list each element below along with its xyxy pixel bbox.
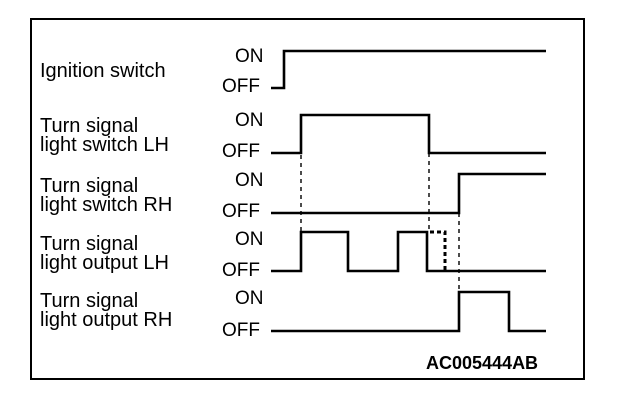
waveform-output-lh-dotted-pulse	[430, 230, 447, 271]
signal-label-switch-lh-line1: Turn signal	[40, 115, 138, 137]
on-label-switch-rh: ON	[235, 170, 264, 191]
signal-label-output-rh-line2: light output RH	[40, 309, 172, 331]
figure-code: AC005444AB	[426, 353, 538, 373]
waveform-output-rh	[271, 290, 546, 333]
off-label-switch-rh: OFF	[222, 201, 260, 222]
signal-label-switch-rh-line2: light switch RH	[40, 194, 172, 216]
signal-label-switch-rh-line1: Turn signal	[40, 175, 138, 197]
waveform-switch-lh	[271, 113, 546, 155]
off-label-output-rh: OFF	[222, 320, 260, 341]
signal-label-output-rh-line1: Turn signal	[40, 290, 138, 312]
on-label-output-rh: ON	[235, 288, 264, 309]
waveform-ignition-switch	[271, 49, 546, 90]
on-label-ignition: ON	[235, 46, 264, 67]
waveform-switch-rh	[271, 172, 546, 215]
on-label-switch-lh: ON	[235, 110, 264, 131]
signal-label-ignition-switch: Ignition switch	[40, 60, 166, 82]
signal-label-output-lh-line1: Turn signal	[40, 233, 138, 255]
off-label-output-lh: OFF	[222, 260, 260, 281]
off-label-switch-lh: OFF	[222, 141, 260, 162]
off-label-ignition: OFF	[222, 76, 260, 97]
signal-label-switch-lh-line2: light switch LH	[40, 134, 169, 156]
diagram-frame	[30, 18, 585, 380]
signal-label-output-lh-line2: light output LH	[40, 252, 169, 274]
on-label-output-lh: ON	[235, 229, 264, 250]
waveform-output-lh	[271, 230, 546, 273]
